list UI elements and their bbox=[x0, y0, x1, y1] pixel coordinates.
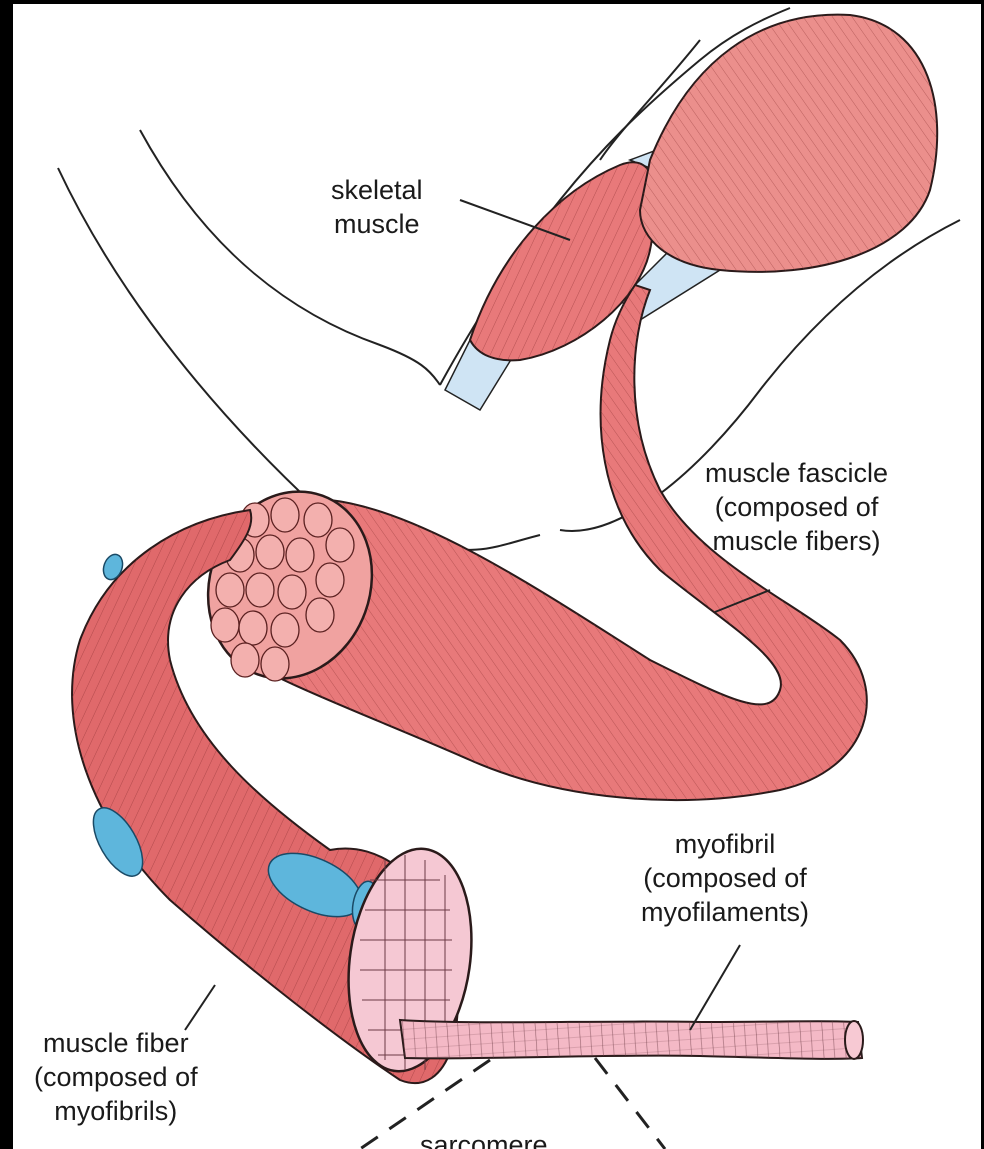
label-muscle-fiber: muscle fiber (composed of myofibrils) bbox=[34, 1026, 198, 1128]
diagram-panel: skeletal muscle muscle fascicle (compose… bbox=[13, 4, 981, 1149]
label-myofibril: myofibril (composed of myofilaments) bbox=[641, 827, 809, 929]
muscle-structure-illustration bbox=[13, 4, 981, 1149]
label-skeletal-muscle: skeletal muscle bbox=[331, 173, 423, 241]
label-sarcomere: sarcomere bbox=[420, 1128, 548, 1149]
skeletal-muscle bbox=[470, 15, 937, 361]
label-muscle-fascicle: muscle fascicle (composed of muscle fibe… bbox=[705, 456, 888, 558]
myofibril bbox=[400, 1020, 863, 1059]
